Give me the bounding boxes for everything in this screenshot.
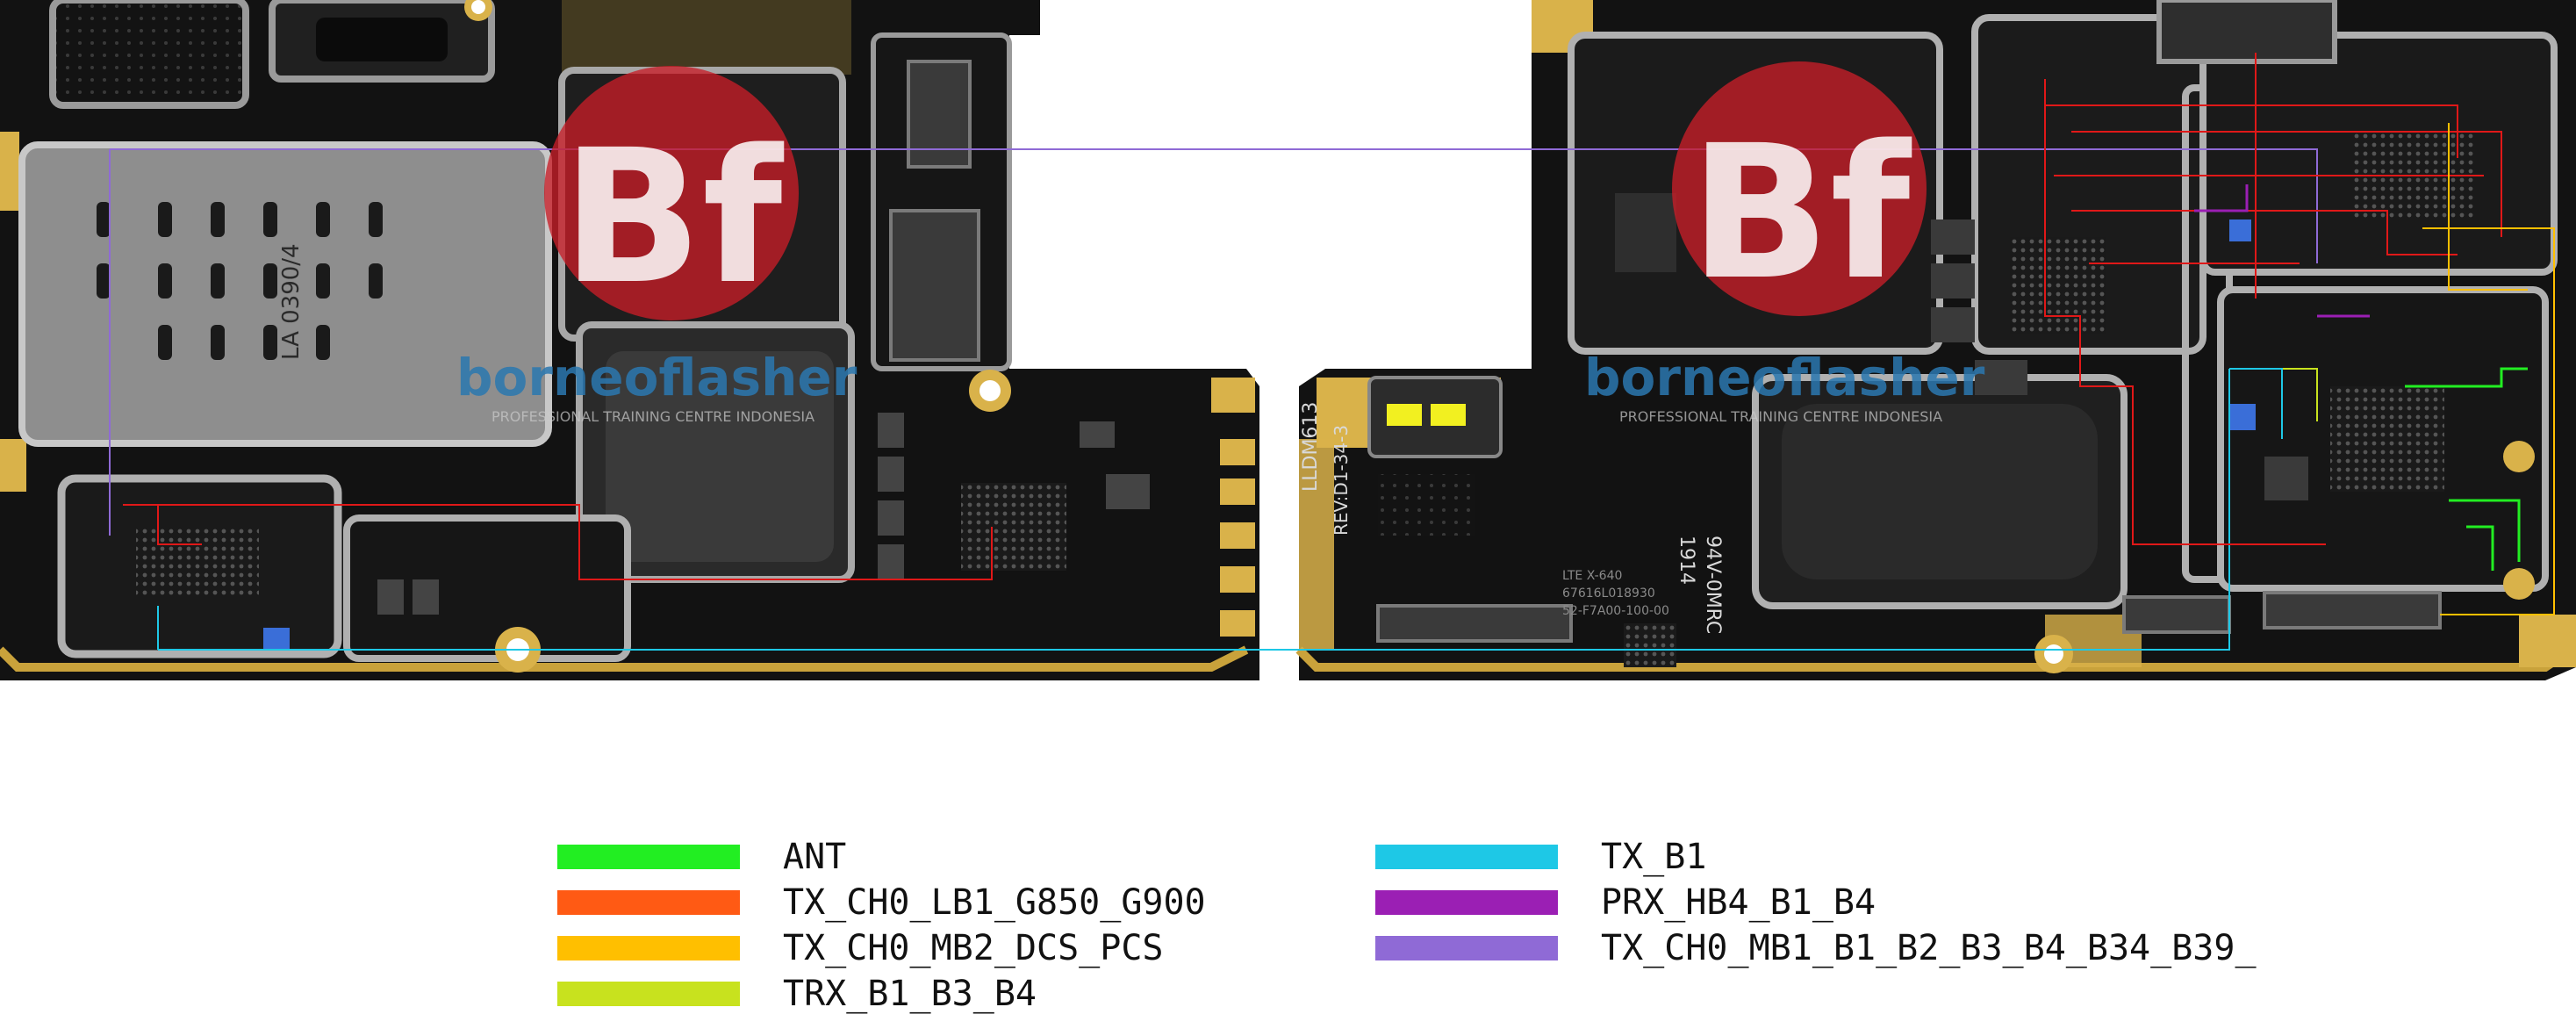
board-connector-label: LLDM613	[1300, 402, 1322, 492]
passive-components	[1931, 219, 2308, 500]
watermark-tagline: PROFESSIONAL TRAINING CENTRE INDONESIA	[492, 408, 814, 425]
trace-prx	[2194, 184, 2249, 212]
right-board: LLDM613 REV:D1-34-3 94V-0MRC 1914 LTE X-…	[1295, 0, 2576, 680]
trace-ant	[2405, 367, 2528, 388]
component-marker	[2229, 404, 2256, 430]
right-edge-pad	[1220, 478, 1255, 505]
processor-can	[606, 351, 834, 562]
component-cluster	[1378, 474, 1475, 536]
right-edge-pad	[1220, 522, 1255, 549]
processor-can	[1782, 404, 2098, 579]
trace-tx-b1	[158, 369, 2230, 651]
left-edge-pad	[0, 132, 19, 211]
watermark-brand: borneoflasher	[456, 348, 857, 407]
antenna-pad	[2503, 441, 2535, 472]
trace-red	[2044, 79, 2326, 545]
data-matrix-code	[1624, 623, 1676, 667]
fpc-connector	[2122, 595, 2231, 634]
watermark-logo-circle	[544, 66, 799, 320]
board-model-code: LTE X-640	[1562, 569, 1622, 583]
antenna-pad	[2503, 568, 2535, 600]
shield-can	[49, 0, 249, 109]
trace-orange	[2448, 123, 2528, 291]
trace-ant	[2466, 525, 2494, 571]
board-rev-label: REV:D1-34-3	[1331, 425, 1352, 536]
signal-traces	[109, 53, 2555, 651]
camera-cutout	[316, 18, 448, 61]
trace-red	[2071, 131, 2502, 237]
trace-red	[2045, 104, 2458, 158]
right-edge-pad	[1211, 378, 1255, 413]
camera-connector	[2156, 0, 2337, 64]
gold-pad	[2519, 615, 2576, 667]
board-rating-label: 94V-0MRC	[1702, 536, 1724, 634]
connector-pin	[1387, 404, 1422, 426]
rf-chip	[2010, 237, 2106, 334]
watermark-tagline: PROFESSIONAL TRAINING CENTRE INDONESIA	[1619, 408, 1942, 425]
trace-trx	[2282, 368, 2318, 421]
sim-card-tray	[18, 141, 552, 447]
right-edge-pad	[1220, 439, 1255, 465]
screw-hole-center	[2044, 644, 2063, 664]
watermark-right: Bf borneoflasher PROFESSIONAL TRAINING C…	[1584, 61, 1985, 425]
trace-red	[123, 504, 993, 580]
sim-slots	[97, 202, 383, 360]
right-edge-pad	[1220, 610, 1255, 637]
pa-module-chip	[136, 527, 259, 597]
board-serial-a: 67616L018930	[1562, 586, 1655, 601]
trace-ant	[2449, 499, 2521, 562]
fpc-connector	[2263, 591, 2442, 630]
ic-chip	[1615, 193, 1676, 272]
board-date-code: 1914	[1675, 536, 1697, 585]
board-serial-b: 52-F7A00-100-00	[1562, 604, 1669, 618]
component-marker	[2229, 219, 2251, 241]
screw-hole-center	[979, 380, 1001, 401]
trace-red	[157, 505, 202, 545]
connector-pin	[1431, 404, 1466, 426]
left-can-marking: LA 0390/4	[278, 243, 305, 360]
right-edge-pad	[1220, 566, 1255, 593]
watermark-logo-circle	[1672, 61, 1927, 316]
watermark-logo-letters: Bf	[1690, 105, 1912, 320]
gold-pad	[1299, 439, 1334, 650]
left-edge-pad	[0, 439, 26, 492]
transceiver-chip	[961, 483, 1066, 571]
gold-zone	[562, 0, 851, 75]
trace-tx-ch0-mb1	[110, 148, 2318, 263]
shield-frame	[343, 514, 631, 662]
component-marker	[263, 628, 290, 650]
left-board-edge	[0, 645, 1249, 672]
fpc-connector	[1376, 604, 1573, 643]
watermark-brand: borneoflasher	[1584, 348, 1985, 407]
screw-hole-center	[471, 0, 485, 14]
board-connector	[907, 60, 972, 169]
trace-orange	[2422, 227, 2555, 615]
board-connector	[889, 209, 980, 362]
watermark-logo-letters: Bf	[562, 110, 785, 325]
watermark-left: Bf borneoflasher PROFESSIONAL TRAINING C…	[456, 66, 857, 425]
trace-tx-b1	[2229, 368, 2283, 439]
transceiver-chip	[2330, 386, 2444, 492]
passive-components	[377, 413, 1150, 615]
